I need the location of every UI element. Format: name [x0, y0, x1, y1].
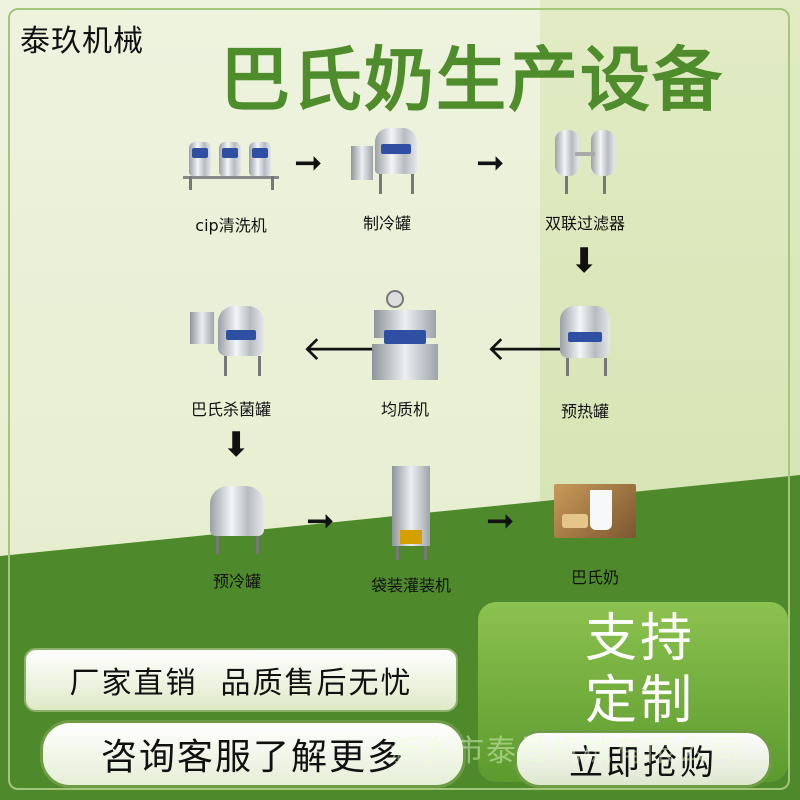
step-homogenizer[interactable]: 均质机: [330, 290, 480, 420]
step-cip-cleaner[interactable]: cip清洗机: [156, 130, 306, 236]
arrow-down-icon: ⬇: [570, 241, 599, 281]
duplex-filter-image: [545, 122, 625, 196]
step-pasteurizing-tank[interactable]: 巴氏杀菌罐: [156, 302, 306, 420]
step-label: 制冷罐: [362, 214, 411, 233]
step-label: 均质机: [380, 400, 429, 419]
step-label: 预冷罐: [212, 572, 261, 591]
preheating-tank-image: [550, 300, 620, 378]
factory-direct-banner: 厂家直销 品质售后无忧: [24, 648, 458, 712]
support-line-1: 支持: [584, 609, 695, 669]
step-bag-filling-machine[interactable]: 袋装灌装机: [336, 466, 486, 596]
buy-now-button[interactable]: 立即抢购: [514, 730, 772, 788]
bag-filling-machine-image: [386, 466, 436, 562]
step-label: 双联过滤器: [544, 214, 625, 233]
cip-cleaner-image: [183, 130, 279, 192]
support-line-2: 定制: [584, 671, 695, 731]
consult-service-button[interactable]: 咨询客服了解更多: [40, 720, 466, 788]
pasteurized-milk-image: [554, 484, 636, 538]
brand-name: 泰玖机械: [20, 24, 144, 59]
step-label: 预热罐: [560, 402, 609, 421]
arrow-right-icon: ➞: [306, 501, 335, 541]
step-cooling-tank[interactable]: 制冷罐: [312, 122, 462, 234]
arrow-right-icon: ➞: [294, 143, 323, 183]
step-duplex-filter[interactable]: 双联过滤器: [510, 122, 660, 234]
step-pasteurized-milk[interactable]: 巴氏奶: [520, 484, 670, 588]
step-precooling-tank[interactable]: 预冷罐: [162, 478, 312, 592]
step-label: 巴氏奶: [570, 568, 619, 587]
page-title: 巴氏奶生产设备: [220, 39, 724, 121]
precooling-tank-image: [202, 478, 272, 556]
step-label: 巴氏杀菌罐: [190, 400, 271, 419]
arrow-right-icon: ➞: [486, 501, 515, 541]
pasteurizing-tank-image: [186, 302, 276, 378]
arrow-right-icon: ➞: [476, 143, 505, 183]
homogenizer-image: [370, 290, 440, 382]
step-label: cip清洗机: [195, 216, 267, 235]
support-text: 支持 定制: [570, 608, 710, 732]
step-label: 袋装灌装机: [370, 576, 451, 595]
step-preheating-tank[interactable]: 预热罐: [510, 300, 660, 422]
arrow-down-icon: ⬇: [222, 425, 251, 465]
cooling-tank-image: [347, 122, 427, 196]
